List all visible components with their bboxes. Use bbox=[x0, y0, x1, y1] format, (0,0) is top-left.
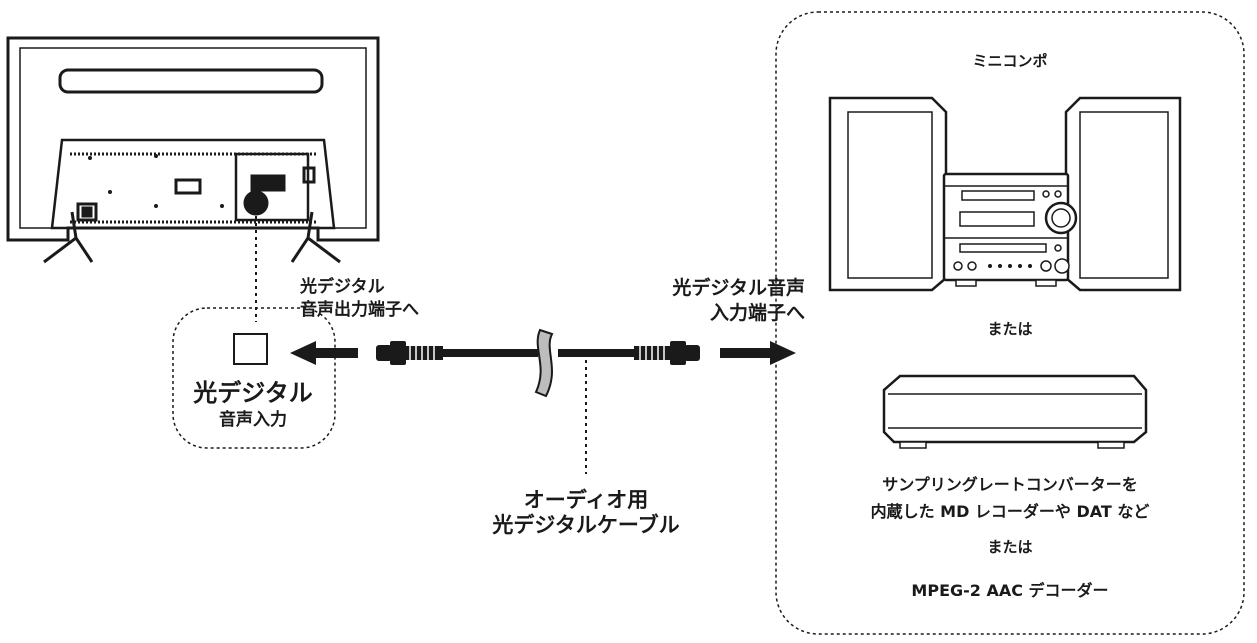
right-plug-icon bbox=[634, 341, 700, 365]
cable-label-line2: 光デジタルケーブル bbox=[492, 513, 680, 537]
recorder-label: サンプリングレートコンバーターを 内蔵した MD レコーダーや DAT など bbox=[800, 471, 1220, 525]
or-label-1: または bbox=[987, 320, 1033, 338]
tv-input-label-line2: 音声入力 bbox=[219, 410, 287, 430]
mini-component-buttons bbox=[988, 264, 1032, 268]
left-plug-icon bbox=[376, 341, 443, 365]
mini-component-illustration bbox=[828, 96, 1182, 292]
tv-input-callout bbox=[172, 307, 336, 449]
or-label-2: または bbox=[987, 538, 1033, 556]
decoder-label: MPEG-2 AAC デコーダー bbox=[911, 581, 1109, 600]
tv-input-label-line1: 光デジタル bbox=[193, 379, 313, 407]
recorder-illustration bbox=[882, 374, 1148, 449]
tv-rear-illustration bbox=[6, 36, 380, 264]
mini-component-label: ミニコンポ bbox=[972, 52, 1048, 70]
tv-output-port-label-line1: 光デジタル bbox=[300, 277, 385, 297]
tv-input-label: 光デジタル 音声入力 bbox=[178, 378, 328, 432]
optical-input-port-icon bbox=[233, 333, 268, 365]
receiver-input-port-label: 光デジタル音声 入力端子へ bbox=[600, 276, 805, 326]
tv-output-port-label: 光デジタル 音声出力端子へ bbox=[300, 276, 450, 322]
cable-label: オーディオ用 光デジタルケーブル bbox=[470, 488, 702, 538]
receiver-input-port-label-line1: 光デジタル音声 bbox=[672, 277, 805, 299]
recorder-label-line1: サンプリングレートコンバーターを bbox=[882, 475, 1138, 494]
optical-cable bbox=[290, 328, 796, 398]
recorder-label-line2: 内蔵した MD レコーダーや DAT など bbox=[870, 502, 1150, 521]
tv-output-port-label-line2: 音声出力端子へ bbox=[300, 300, 419, 320]
right-arrow-icon bbox=[720, 341, 796, 365]
left-arrow-icon bbox=[290, 341, 358, 365]
receiver-input-port-label-line2: 入力端子へ bbox=[709, 302, 805, 324]
cable-label-line1: オーディオ用 bbox=[523, 488, 649, 512]
device-panel bbox=[775, 11, 1245, 635]
cable-break-icon bbox=[534, 328, 554, 398]
